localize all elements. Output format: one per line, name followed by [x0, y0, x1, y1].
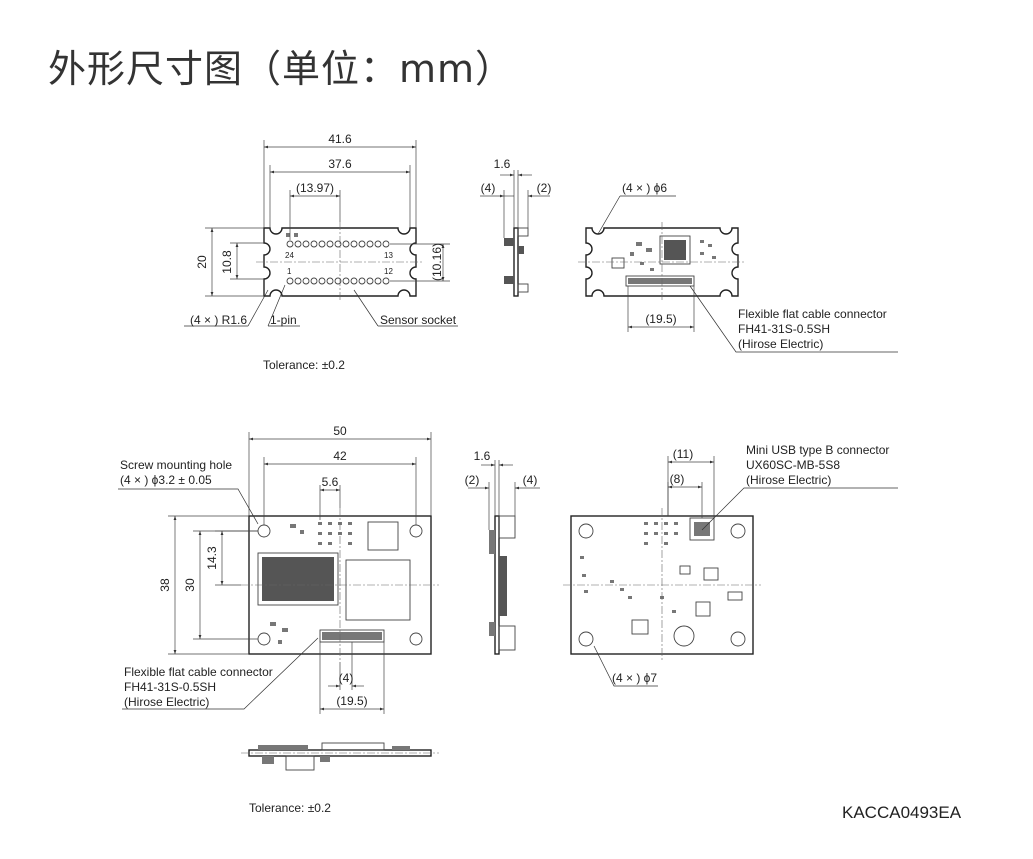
sensor-socket-label: Sensor socket	[380, 313, 457, 327]
corner-radius-label: (4 × ) R1.6	[190, 313, 247, 327]
bottom-back-view: (11) (8) Mini USB type B connector UX60S…	[563, 443, 898, 687]
bottom-tolerance: Tolerance: ±0.2	[249, 801, 331, 815]
bottom-ffc-label-line1: Flexible flat cable connector	[124, 665, 273, 679]
bottom-side-dim-thickness: 1.6	[474, 449, 491, 463]
back-ffc-label-line2: FH41-31S-0.5SH	[738, 322, 830, 336]
bottom-dim-height-inner: 30	[183, 578, 197, 592]
side-dim-left: (4)	[481, 181, 496, 195]
usb-label-line2: UX60SC-MB-5S8	[746, 458, 840, 472]
bottom-ffc-label-line3: (Hirose Electric)	[124, 695, 209, 709]
usb-label-line1: Mini USB type B connector	[746, 443, 889, 457]
top-back-view: (4 × ) ϕ6 (19.5) Flexible flat cable con…	[578, 181, 898, 353]
bottom-side-view: 1.6 (2) (4)	[465, 449, 540, 655]
dim-height-outer: 20	[195, 255, 209, 269]
bottom-dim-height-outer: 38	[158, 578, 172, 592]
bottom-back-holes-label: (4 × ) ϕ7	[612, 671, 657, 685]
pin-label-1: 1	[287, 267, 292, 276]
usb-label-line3: (Hirose Electric)	[746, 473, 831, 487]
dim-width-inner: 37.6	[328, 157, 352, 171]
bottom-dim-offset: 5.6	[322, 475, 339, 489]
back-ffc-label-line3: (Hirose Electric)	[738, 337, 823, 351]
dim-offset: (13.97)	[296, 181, 334, 195]
bottom-dim-width-inner: 42	[333, 449, 347, 463]
page-title: 外形尺寸图（单位：mm）	[48, 47, 515, 91]
back-ffc-label-line1: Flexible flat cable connector	[738, 307, 887, 321]
usb-dim-width: (11)	[673, 447, 693, 461]
side-dim-thickness: 1.6	[494, 157, 511, 171]
bottom-dim-ffc-width: (19.5)	[336, 694, 367, 708]
top-side-view: 1.6 (4) (2)	[480, 157, 552, 297]
side-dim-right: (2)	[537, 181, 552, 195]
screw-label-line1: Screw mounting hole	[120, 458, 232, 472]
pin-label-12: 12	[384, 267, 393, 276]
pin-row-lower	[286, 277, 390, 285]
bottom-ffc-label-line2: FH41-31S-0.5SH	[124, 680, 216, 694]
back-holes-label: (4 × ) ϕ6	[622, 181, 667, 195]
back-ffc-width: (19.5)	[645, 312, 676, 326]
screw-label-line2: (4 × ) ϕ3.2 ± 0.05	[120, 473, 212, 487]
bottom-dim-center-offset: 14.3	[205, 546, 219, 570]
dim-pitch: (10.16)	[430, 243, 444, 281]
top-front-view: 24 13 1 12 41.6 37.6 (13.97) 20 10.8 (10…	[184, 132, 458, 372]
bottom-dim-width-outer: 50	[333, 424, 347, 438]
dim-width-outer: 41.6	[328, 132, 352, 146]
dim-height-inner: 10.8	[220, 250, 234, 274]
bottom-side-dim-right: (4)	[523, 473, 538, 487]
pin1-label: 1-pin	[270, 313, 297, 327]
bottom-front-view: 50 42 5.6 38 30 14.3 (19.5) (4) Screw mo…	[118, 424, 439, 714]
bottom-side-dim-left: (2)	[465, 473, 480, 487]
pin-row-upper	[286, 233, 390, 248]
document-code: KACCA0493EA	[842, 803, 962, 822]
usb-dim-offset: (8)	[670, 472, 685, 486]
bottom-dim-ffc-offset: (4)	[339, 671, 354, 685]
pin-label-13: 13	[384, 251, 393, 260]
bottom-edge-view	[241, 742, 439, 771]
pin-label-24: 24	[285, 251, 294, 260]
top-tolerance: Tolerance: ±0.2	[263, 358, 345, 372]
